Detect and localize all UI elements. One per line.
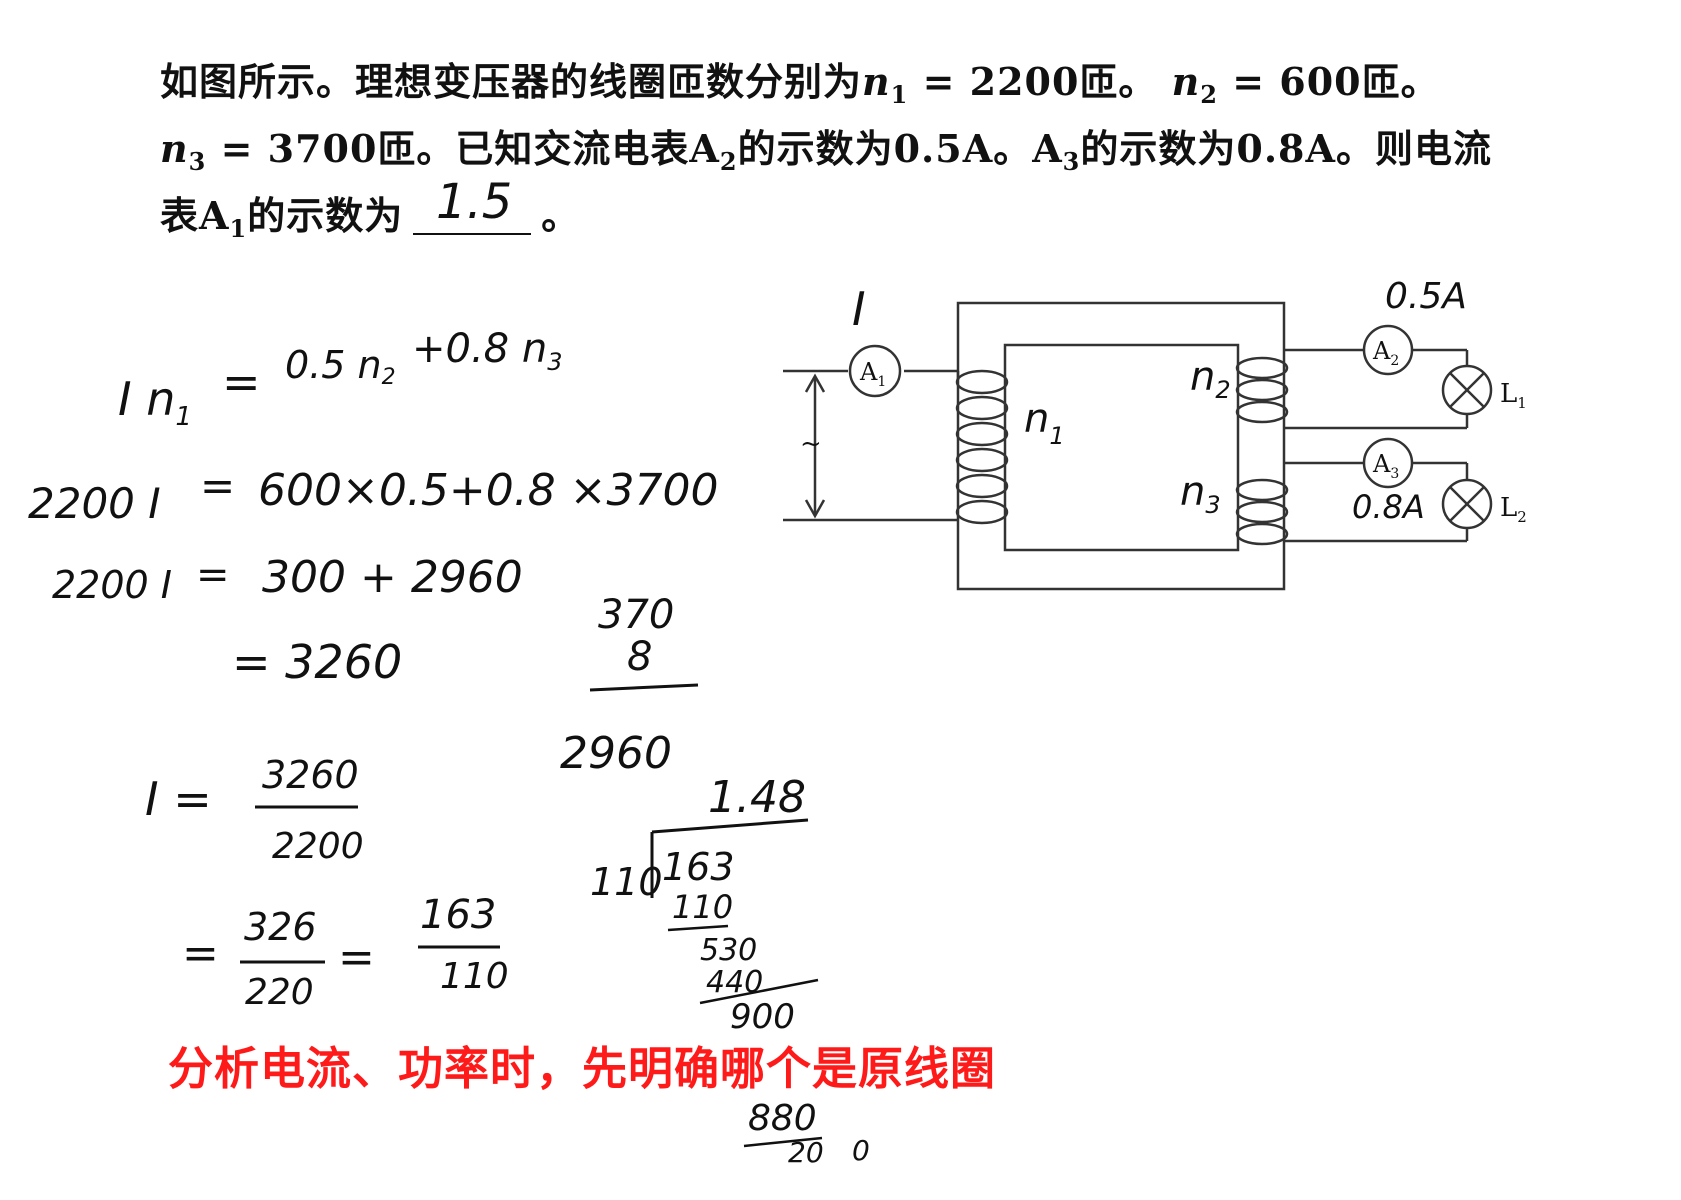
eq3-rhs: 300 + 2960 bbox=[262, 552, 523, 603]
ammeter-a1 bbox=[848, 344, 902, 398]
problem-line-2: n3 = 3700匝。已知交流电表A2的示数为0.5A。A3的示数为0.8A。则… bbox=[160, 115, 1600, 182]
eq4: = 3260 bbox=[232, 635, 402, 689]
eq1-rhs-b: +0.8 n3 bbox=[412, 326, 562, 376]
a2-label: A2 bbox=[1372, 337, 1399, 369]
eq2-lhs: 2200 I bbox=[28, 479, 161, 528]
core-outer bbox=[956, 301, 1286, 591]
eq6-denominator: 220 bbox=[245, 972, 314, 1013]
ammeter-a2 bbox=[1362, 324, 1414, 376]
a3-reading: 0.8A bbox=[1352, 488, 1425, 526]
secondary-coil-n3 bbox=[1235, 478, 1289, 546]
mult-result: 2960 bbox=[560, 728, 672, 779]
problem-text-part: 如图所示。理想变压器的线圈匝数分别为 bbox=[160, 59, 863, 104]
current-i-label: I bbox=[852, 282, 866, 336]
n1-value: = 2200匝。 bbox=[908, 59, 1158, 104]
eq1-lhs: I n1 bbox=[118, 372, 192, 432]
n2-coil-label: n2 bbox=[1190, 354, 1231, 404]
problem-line-3: 表A1的示数为 。 bbox=[160, 182, 1600, 249]
n3-symbol: n3 bbox=[160, 126, 207, 176]
a3-subscript: 3 bbox=[1062, 147, 1081, 176]
eq2-equals: = bbox=[200, 461, 235, 510]
ac-arrow-down bbox=[804, 499, 826, 519]
div-bar-2 bbox=[699, 978, 819, 1005]
ac-symbol: ~ bbox=[800, 429, 822, 459]
mult-top: 370 bbox=[598, 592, 674, 638]
lamp-l1-cross-b bbox=[1449, 372, 1485, 408]
a2-subscript: 2 bbox=[719, 147, 738, 176]
div-step-2: 530 bbox=[700, 933, 757, 968]
div-step-6-tail: 0 bbox=[852, 1134, 870, 1167]
div-step-6: 20 bbox=[788, 1136, 824, 1169]
n2-value: = 600匝。 bbox=[1218, 59, 1440, 104]
eq6-numerator-2: 163 bbox=[420, 892, 496, 938]
l1-label: L1 bbox=[1500, 379, 1527, 412]
secondary-coil-n2 bbox=[1235, 356, 1289, 424]
eq5-denominator: 2200 bbox=[272, 826, 364, 867]
eq1-rhs-a: 0.5 n2 bbox=[285, 343, 396, 390]
answer-blank bbox=[413, 189, 532, 235]
div-step-5: 880 bbox=[748, 1098, 817, 1139]
div-quotient: 1.48 bbox=[708, 772, 806, 823]
transformer-diagram bbox=[783, 301, 1493, 591]
problem-text-part: 的示数为 bbox=[247, 193, 404, 238]
ammeter-a3 bbox=[1362, 437, 1414, 489]
a3-label: A3 bbox=[1372, 450, 1399, 482]
n3-value: = 3700匝。已知交流电表A bbox=[206, 126, 720, 171]
eq3-equals: = bbox=[196, 552, 230, 598]
eq5-lhs: I = bbox=[145, 772, 212, 826]
mult-times: 8 bbox=[627, 634, 652, 680]
eq2-rhs: 600×0.5+0.8 ×3700 bbox=[258, 465, 719, 516]
n3-coil-label: n3 bbox=[1180, 469, 1221, 519]
handwritten-work: I n1 = 0.5 n2 +0.8 n3 2200 I = 600×0.5+0… bbox=[28, 326, 870, 1169]
div-bar-3 bbox=[743, 1136, 823, 1148]
problem-text-part: 表A bbox=[160, 193, 230, 238]
eq6-numerator: 326 bbox=[244, 905, 317, 949]
eq6-equals-2: = bbox=[338, 932, 375, 983]
n1-coil-label: n1 bbox=[1024, 396, 1065, 450]
teacher-note: 分析电流、功率时，先明确哪个是原线圈 bbox=[168, 1042, 997, 1095]
core-inner bbox=[1003, 343, 1240, 552]
div-step-3: 440 bbox=[706, 965, 763, 1000]
eq6-equals: = bbox=[182, 928, 219, 979]
div-dividend: 163 bbox=[662, 845, 735, 889]
eq1-equals: = bbox=[222, 355, 261, 409]
div-divisor: 110 bbox=[590, 860, 663, 904]
a1-label: A1 bbox=[859, 358, 886, 390]
lamp-l2-cross-b bbox=[1449, 486, 1485, 522]
div-top-bar bbox=[651, 818, 809, 834]
l2-label: L2 bbox=[1500, 493, 1527, 526]
problem-text-part: 的示数为0.8A。则电流 bbox=[1080, 126, 1492, 171]
problem-text-part: 的示数为0.5A。A bbox=[737, 126, 1063, 171]
a1-subscript: 1 bbox=[229, 214, 248, 243]
problem-text: 如图所示。理想变压器的线圈匝数分别为n1 = 2200匝。 n2 = 600匝。… bbox=[160, 48, 1600, 249]
eq5-numerator: 3260 bbox=[262, 753, 359, 797]
div-step-1: 110 bbox=[672, 888, 733, 926]
circuit-handwritten-labels: I n1 n2 n3 0.5A 0.8A bbox=[852, 276, 1467, 526]
answer-handwritten: 1.5 bbox=[436, 174, 512, 230]
ac-arrow-up bbox=[804, 373, 826, 393]
n2-symbol: n2 bbox=[1171, 59, 1218, 109]
primary-coil bbox=[955, 369, 1009, 525]
div-bar-1 bbox=[667, 924, 729, 932]
n1-symbol: n1 bbox=[862, 59, 909, 109]
div-step-4: 900 bbox=[730, 997, 795, 1037]
eq3-lhs: 2200 I bbox=[52, 563, 172, 607]
circuit-labels: A1 A2 A3 L1 L2 ~ bbox=[800, 337, 1527, 526]
eq6-denominator-2: 110 bbox=[440, 956, 509, 997]
problem-text-part: 。 bbox=[541, 193, 581, 238]
a2-reading: 0.5A bbox=[1385, 276, 1467, 317]
problem-line-1: 如图所示。理想变压器的线圈匝数分别为n1 = 2200匝。 n2 = 600匝。 bbox=[160, 48, 1600, 115]
mult-bar bbox=[589, 683, 699, 692]
